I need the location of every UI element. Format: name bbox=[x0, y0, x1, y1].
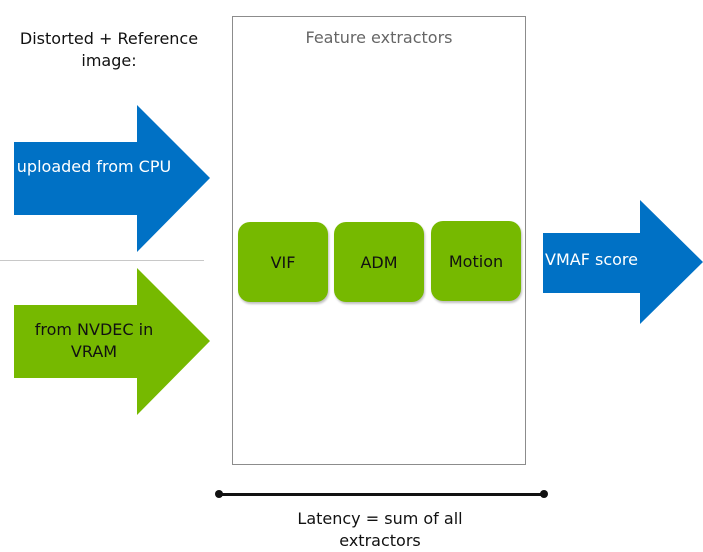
input-cpu-label: uploaded from CPU bbox=[16, 157, 172, 176]
input-nvdec-label: from NVDEC in VRAM bbox=[34, 320, 154, 361]
extractor-adm-label: ADM bbox=[360, 252, 398, 272]
input-divider bbox=[0, 260, 204, 261]
latency-start-dot bbox=[215, 490, 223, 498]
extractor-adm: ADM bbox=[334, 222, 424, 302]
arrow-nvdec-shape bbox=[14, 268, 210, 415]
extractor-vif-label: VIF bbox=[270, 252, 296, 272]
arrow-vmaf-shape bbox=[543, 200, 703, 324]
output-vmaf-label: VMAF score bbox=[545, 250, 638, 269]
extractor-motion-label: Motion bbox=[448, 251, 504, 271]
arrow-cpu-shape bbox=[14, 105, 210, 252]
latency-end-dot bbox=[540, 490, 548, 498]
feature-extractors-container: Feature extractors VIF ADM Motion bbox=[232, 16, 526, 465]
input-header-label: Distorted + Reference image: bbox=[19, 29, 199, 70]
extractor-vif: VIF bbox=[238, 222, 328, 302]
latency-label: Latency = sum of all extractors bbox=[297, 509, 463, 550]
latency-line bbox=[219, 493, 544, 496]
extractor-motion: Motion bbox=[431, 221, 521, 301]
container-title: Feature extractors bbox=[305, 28, 453, 47]
